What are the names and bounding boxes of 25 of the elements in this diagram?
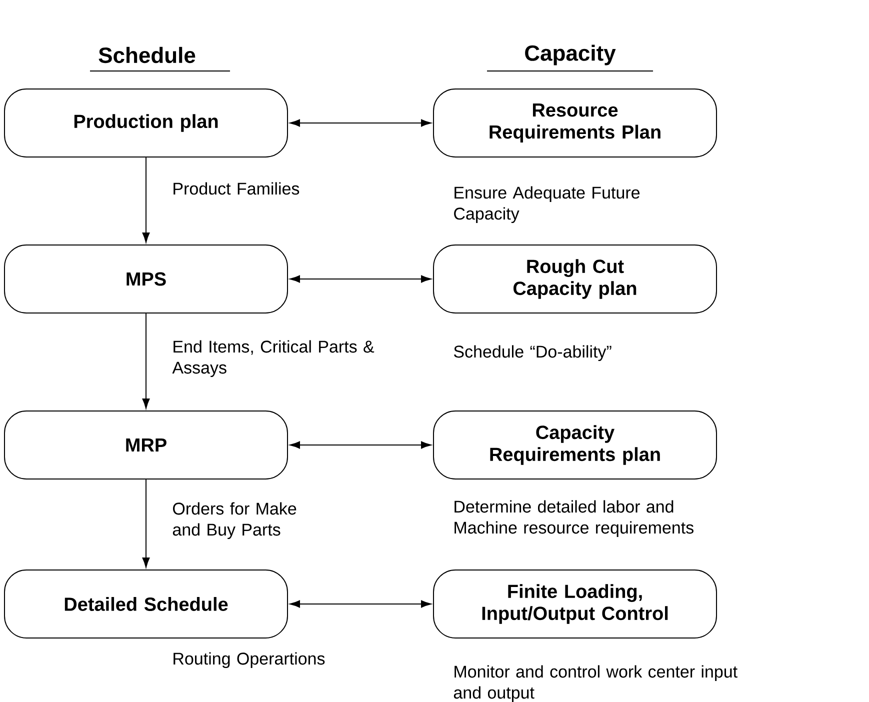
- process-box: Detailed Schedule: [4, 570, 288, 638]
- note-text: Monitor and control work center input and output: [454, 665, 738, 702]
- arrow: [142, 157, 150, 243]
- process-box: MRP: [4, 410, 288, 480]
- arrow: [290, 119, 432, 127]
- process-box: Production plan: [4, 88, 288, 158]
- note-text: Routing Operartions: [174, 652, 325, 668]
- process-box: Finite Loading, Input/Output Control: [433, 570, 717, 638]
- column-heading: Capacity: [525, 44, 616, 66]
- note-text: Determine detailed labor and Machine resource requirements: [454, 500, 694, 538]
- arrow: [290, 600, 432, 608]
- process-box: Rough Cut Capacity plan: [433, 244, 717, 314]
- note-text: Schedule “Do-ability”: [454, 345, 612, 362]
- edge-label: End Items, Critical Parts & Assays: [172, 340, 374, 378]
- edge-label: Product Families: [174, 182, 300, 195]
- process-box: Resource Requirements Plan: [433, 88, 717, 158]
- column-heading: Schedule: [98, 46, 196, 64]
- process-box: MPS: [4, 244, 288, 314]
- note-text: Ensure Adequate Future Capacity: [454, 186, 640, 224]
- arrow: [290, 275, 432, 283]
- process-box: Capacity Requirements plan: [433, 410, 717, 480]
- arrow: [142, 313, 150, 409]
- arrow: [290, 441, 432, 449]
- edge-label: Orders for Make and Buy Parts: [172, 502, 296, 540]
- arrow: [142, 479, 150, 568]
